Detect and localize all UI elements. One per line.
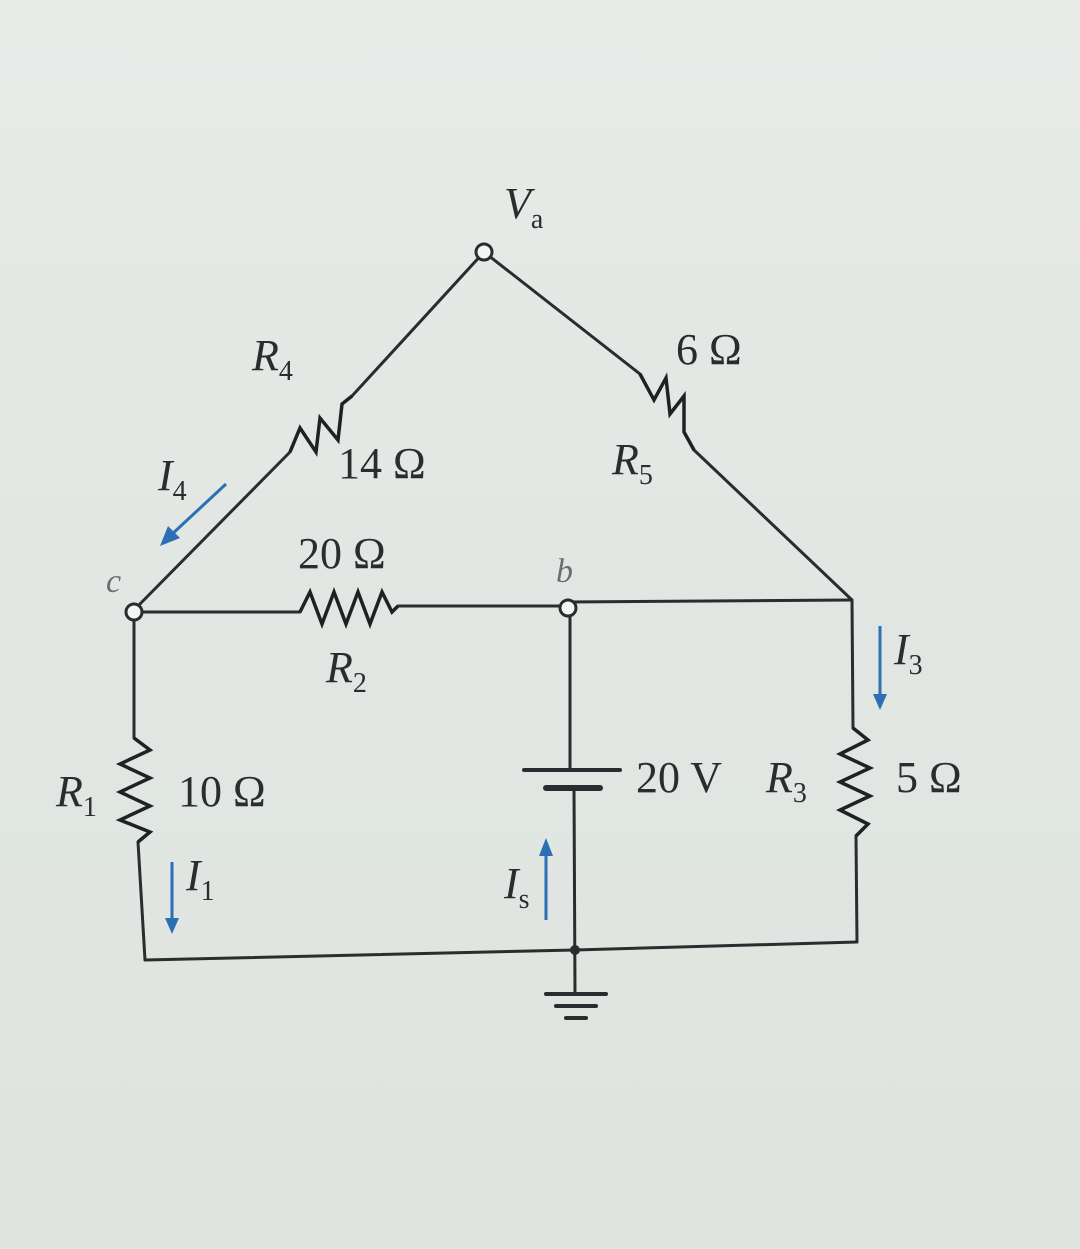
- label-r4-name: R4: [251, 331, 293, 387]
- arrow-is: [539, 838, 553, 920]
- label-r3-name: R3: [765, 753, 807, 809]
- wire-r5-to-right: [692, 448, 854, 602]
- wire-r4-to-c: [134, 450, 292, 610]
- wire-bottom: [143, 948, 577, 962]
- wire-a-to-r5: [482, 250, 642, 376]
- label-r3-value: 5 Ω: [896, 753, 962, 802]
- resistor-r5: [638, 372, 696, 451]
- wire-right-to-r3: [850, 598, 855, 730]
- node-c: [124, 602, 144, 622]
- label-node-c: c: [106, 563, 121, 600]
- wire-bottom-right: [573, 940, 859, 952]
- label-r2-name: R2: [325, 643, 367, 699]
- resistor-r2: [298, 587, 400, 629]
- wire-r3-to-bottom: [854, 834, 859, 944]
- arrow-i1: [165, 862, 179, 934]
- wire-a-to-r4: [350, 250, 486, 398]
- label-r2-value: 20 Ω: [298, 529, 386, 578]
- wire-r1-to-bottom: [136, 840, 147, 962]
- arrow-i3: [873, 626, 887, 710]
- resistor-r4: [288, 394, 354, 457]
- ground-symbol: [544, 945, 608, 1020]
- label-i4: I4: [157, 451, 187, 507]
- resistor-r1: [115, 736, 155, 844]
- label-node-b: b: [556, 553, 573, 590]
- label-r1-value: 10 Ω: [178, 767, 266, 816]
- arrow-i4: [160, 482, 228, 546]
- label-is: Is: [503, 859, 530, 915]
- wire-battery-to-ground: [572, 786, 577, 994]
- label-i3: I3: [893, 625, 923, 681]
- label-va: Va: [504, 179, 544, 235]
- label-r5-name: R5: [611, 435, 653, 491]
- wire-b-to-right: [566, 598, 854, 604]
- label-i1: I1: [185, 851, 215, 907]
- label-source-value: 20 V: [636, 753, 722, 802]
- label-r5-value: 6 Ω: [676, 325, 742, 374]
- resistor-r3: [835, 726, 875, 838]
- node-b: [558, 598, 578, 618]
- node-a: [474, 242, 494, 262]
- label-r4-value: 14 Ω: [338, 439, 426, 488]
- label-r1-name: R1: [55, 767, 97, 823]
